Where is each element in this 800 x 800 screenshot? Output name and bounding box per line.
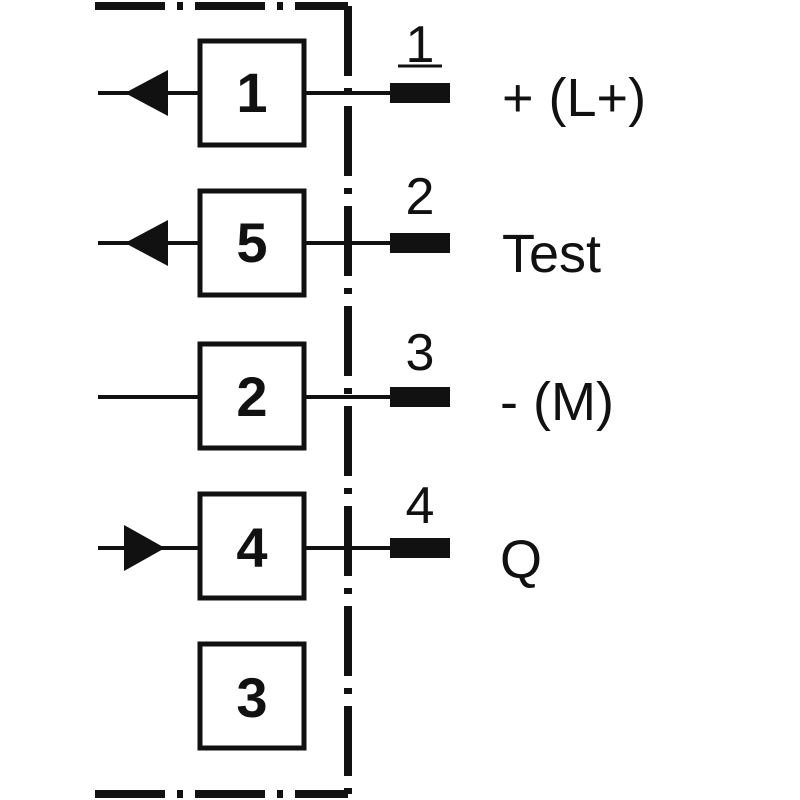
pin-contact [390,538,450,558]
terminal-row-3: 2 3 - (M) [98,324,614,451]
housing-outline [95,2,352,800]
terminal-row-2: 5 2 Test [98,168,601,298]
terminal-box [197,641,307,751]
terminal-box-number: 5 [236,211,267,274]
pin-contact [390,83,450,103]
terminal-row-4: 4 4 Q [98,477,542,601]
arrow-right-icon [124,525,165,571]
spare-terminal: 3 [197,641,307,751]
signal-label: + (L+) [502,68,646,128]
pin-number: 3 [406,324,435,382]
signal-label: Test [502,224,601,284]
pin-number: 4 [406,477,435,535]
arrow-left-icon [125,220,168,266]
terminal-box-number: 3 [236,666,267,729]
arrow-left-icon [125,70,168,116]
terminal-box [197,491,307,601]
terminal-box [197,38,307,148]
terminal-box-number: 2 [236,365,267,428]
terminal-box-number: 1 [236,61,267,124]
pin-number: 1 [406,16,435,74]
terminal-box [197,188,307,298]
terminal-row-1: 1 1 + (L+) [98,16,646,148]
pin-number: 2 [406,168,435,226]
signal-label: - (M) [500,372,614,432]
terminal-box-number: 4 [236,516,267,579]
signal-label: Q [500,530,542,590]
pin-contact [390,387,450,407]
pin-contact [390,233,450,253]
